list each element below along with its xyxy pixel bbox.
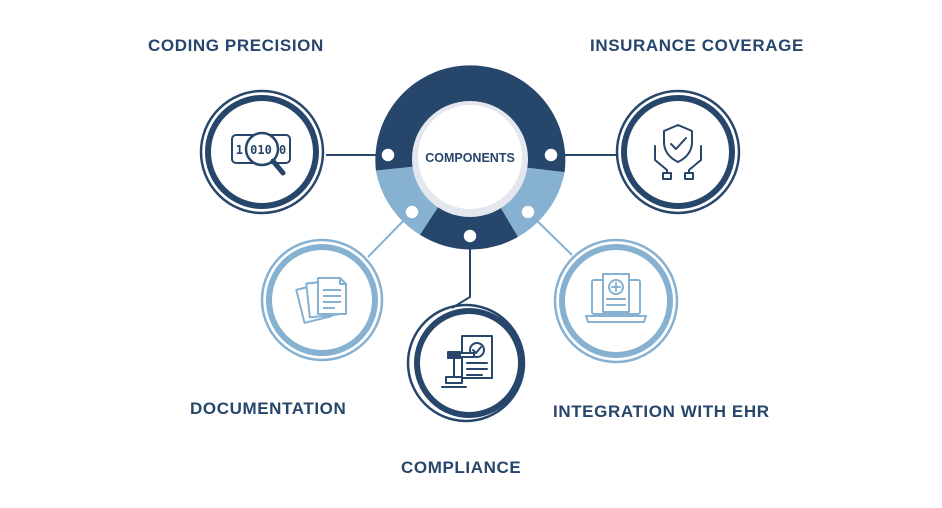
- node-insurance: [615, 89, 741, 215]
- label-compliance: COMPLIANCE: [401, 458, 522, 477]
- dot-coding: [378, 145, 398, 165]
- hub-center-circle: [418, 105, 522, 209]
- medical-laptop-icon: [585, 273, 647, 323]
- shield-hands-icon: [654, 124, 702, 180]
- binary-magnifier-icon: 1 010 0: [231, 131, 291, 176]
- center-hub: COMPONENTS: [375, 65, 566, 250]
- documents-stack-icon: [295, 277, 347, 324]
- gavel-document-icon: [441, 335, 493, 388]
- label-documentation: DOCUMENTATION: [190, 399, 347, 418]
- node-documentation-outer-ring: [260, 238, 384, 362]
- node-documentation: [260, 238, 384, 362]
- node-coding: 1 010 0: [199, 89, 325, 215]
- label-integration-with-ehr: INTEGRATION WITH EHR: [553, 402, 770, 421]
- connector-dots: [378, 145, 561, 246]
- label-insurance-coverage: INSURANCE COVERAGE: [590, 36, 804, 55]
- dot-compliance: [460, 226, 480, 246]
- binary-digits: 1 010 0: [236, 143, 287, 157]
- node-insurance-main-ring: [621, 95, 735, 209]
- dot-documentation: [402, 202, 422, 222]
- node-integration: [553, 238, 679, 364]
- node-integration-outer-ring: [553, 238, 679, 364]
- label-coding-precision: CODING PRECISION: [148, 36, 324, 55]
- node-coding-outer-ring: [199, 89, 325, 215]
- node-insurance-outer-ring: [615, 89, 741, 215]
- hub-center-label: COMPONENTS: [425, 151, 515, 165]
- dot-integration: [518, 202, 538, 222]
- node-compliance: [406, 303, 526, 423]
- dot-insurance: [541, 145, 561, 165]
